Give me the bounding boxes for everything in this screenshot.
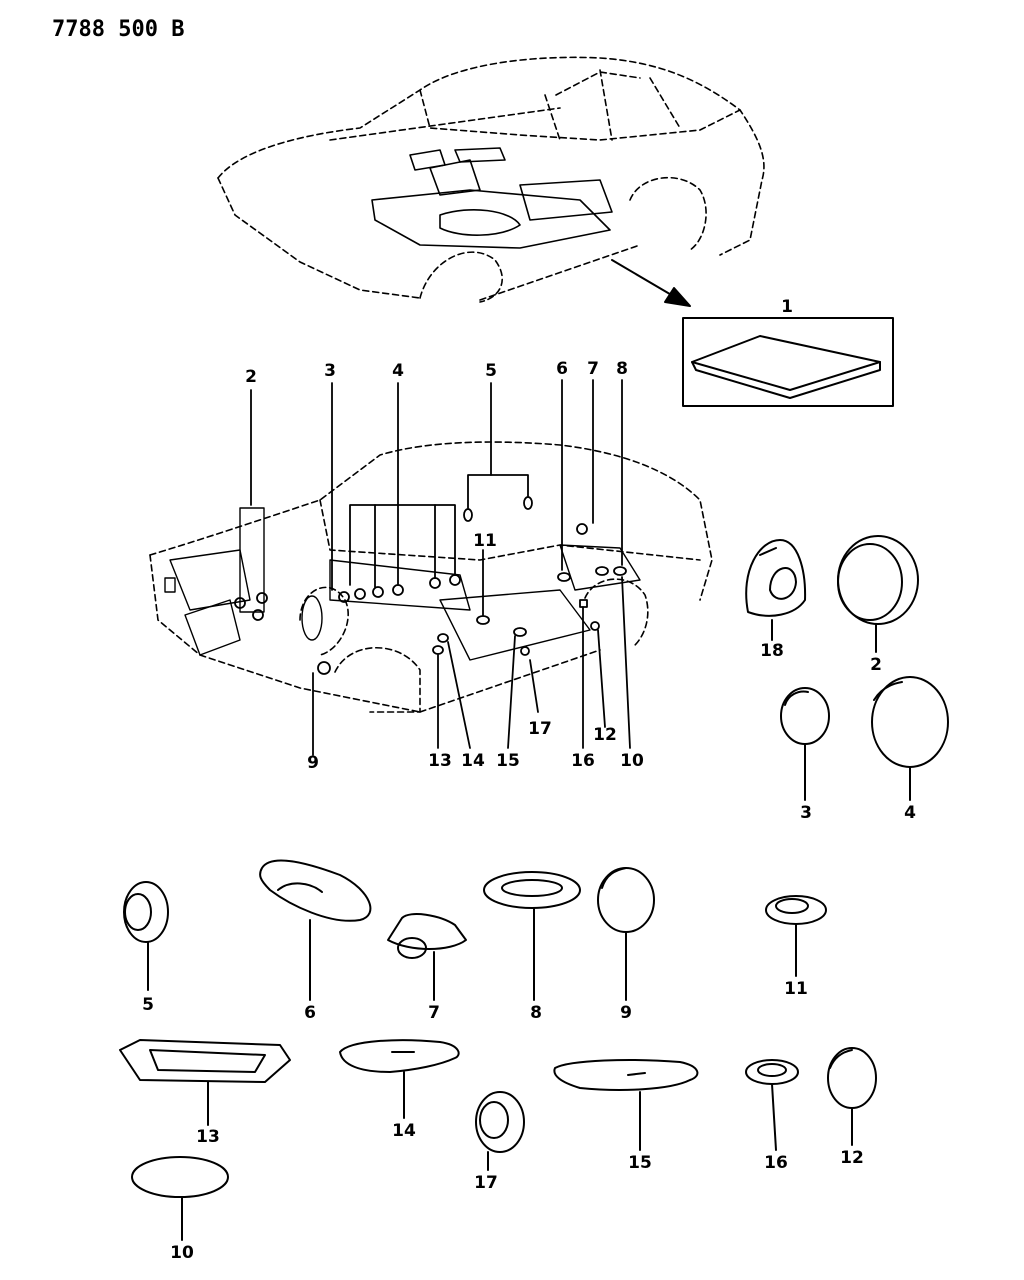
part-label-12: 12 [840, 1148, 864, 1168]
callout-7: 7 [587, 359, 599, 379]
part-label-18: 18 [760, 641, 784, 661]
callout-10: 10 [620, 751, 644, 771]
top-car-floor-insulator [371, 147, 613, 249]
part-label-9: 9 [620, 1003, 632, 1023]
part-label-11: 11 [784, 979, 808, 999]
part-4-plug [871, 676, 949, 801]
part-label-3: 3 [800, 803, 812, 823]
callout-13: 13 [428, 751, 452, 771]
callout-16: 16 [571, 751, 595, 771]
part-2-plug [837, 535, 919, 653]
part-18-grommet [745, 539, 807, 641]
part-label-8: 8 [530, 1003, 542, 1023]
callout-14: 14 [461, 751, 485, 771]
part-17-grommet [475, 1091, 525, 1171]
part-label-4: 4 [904, 803, 916, 823]
part-13-plug [119, 1039, 291, 1126]
part-1-box [682, 317, 894, 407]
middle-car-outline [149, 441, 713, 713]
part-label-5: 5 [142, 995, 154, 1015]
part-label-17: 17 [474, 1173, 498, 1193]
callout-2: 2 [245, 367, 257, 387]
callout-6: 6 [556, 359, 568, 379]
callout-4: 4 [392, 361, 404, 381]
part-14-plug [339, 1039, 460, 1119]
diagram-code: 7788 500 B [52, 17, 184, 42]
part-7-grommet [387, 913, 467, 1001]
part-label-2: 2 [870, 655, 882, 675]
part-6-plug [259, 859, 372, 1001]
part-12-plug [827, 1047, 877, 1146]
arrow-to-part-1 [611, 259, 691, 307]
callout-15: 15 [496, 751, 520, 771]
callout-17: 17 [528, 719, 552, 739]
middle-car-floor [164, 507, 641, 661]
part-15-plug [553, 1059, 699, 1151]
top-car-outline [217, 56, 765, 303]
part-label-6: 6 [304, 1003, 316, 1023]
callout-9: 9 [307, 753, 319, 773]
callout-5: 5 [485, 361, 497, 381]
part-label-13: 13 [196, 1127, 220, 1147]
callout-8: 8 [616, 359, 628, 379]
part-10-plug [131, 1156, 229, 1241]
part-5-grommet [123, 881, 169, 991]
callout-11: 11 [473, 531, 497, 551]
middle-car-leader-lines [250, 379, 631, 756]
callout-1: 1 [781, 297, 793, 317]
callout-12: 12 [593, 725, 617, 745]
part-8-plug [483, 871, 581, 1001]
part-3-plug [780, 687, 830, 801]
callout-3: 3 [324, 361, 336, 381]
part-label-15: 15 [628, 1153, 652, 1173]
part-9-plug [597, 867, 655, 1001]
part-label-10: 10 [170, 1243, 194, 1263]
part-16-grommet [745, 1059, 799, 1151]
part-label-16: 16 [764, 1153, 788, 1173]
part-11-grommet [765, 895, 827, 977]
middle-car-hole-plugs [234, 496, 627, 675]
part-label-14: 14 [392, 1121, 416, 1141]
part-label-7: 7 [428, 1003, 440, 1023]
